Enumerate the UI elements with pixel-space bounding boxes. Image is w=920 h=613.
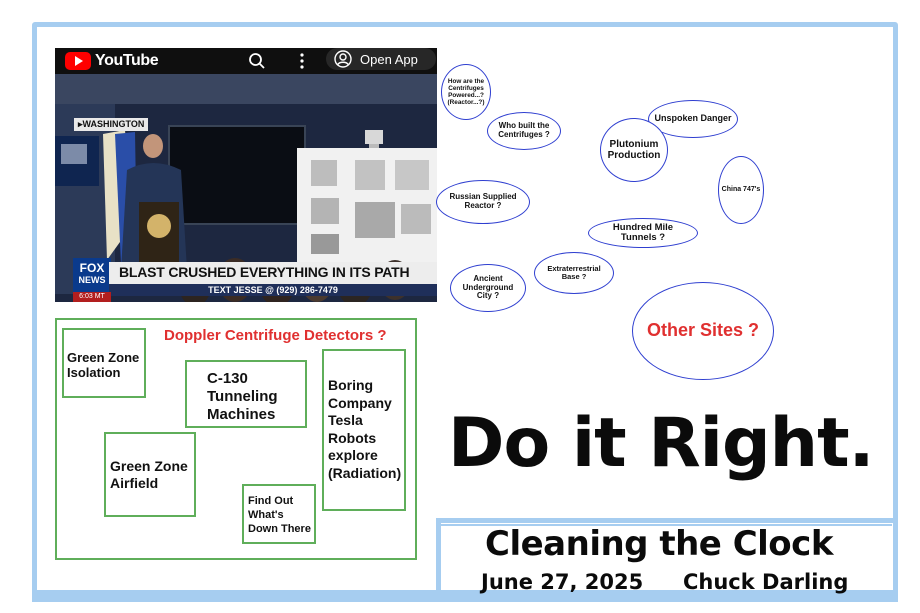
- green-panel: [55, 318, 417, 560]
- bubble-text: Who built the Centrifuges ?: [498, 121, 550, 139]
- bubble-centrifuges-powered: How are the Centrifuges Powered...? (Rea…: [441, 64, 491, 120]
- box-text: Green Zone Isolation: [67, 350, 140, 380]
- footer-frame: [436, 518, 898, 602]
- more-vert-icon[interactable]: [299, 51, 305, 71]
- timestamp: 6:03 MT: [73, 292, 111, 302]
- fox-news-logo: FOX NEWS: [73, 258, 111, 292]
- youtube-screenshot[interactable]: YouTube Open App: [55, 48, 437, 302]
- play-logo-icon: [65, 52, 91, 70]
- network-line1: FOX: [79, 261, 105, 275]
- bubble-text: How are the Centrifuges Powered...? (Rea…: [447, 77, 485, 107]
- headline: Do it Right.: [448, 404, 874, 483]
- account-icon: [334, 50, 352, 68]
- bubble-text: Ancient Underground City ?: [462, 273, 514, 301]
- youtube-wordmark: YouTube: [95, 52, 159, 69]
- footer-date: June 27, 2025: [481, 570, 644, 594]
- footer-title: Cleaning the Clock: [485, 524, 833, 564]
- box-text: Boring Company Tesla Robots explore (Rad…: [328, 377, 402, 481]
- open-app-label: Open App: [360, 51, 418, 67]
- bubble-text: Hundred Mile Tunnels ?: [612, 221, 674, 243]
- bubble-ancient-city: Ancient Underground City ?: [450, 264, 526, 312]
- bubble-russian-reactor: Russian Supplied Reactor ?: [436, 180, 530, 224]
- youtube-logo[interactable]: YouTube: [65, 52, 159, 70]
- bubble-text: Russian Supplied Reactor ?: [449, 192, 517, 210]
- bubble-text: Extraterrestrial Base ?: [547, 263, 601, 281]
- network-line2: NEWS: [78, 275, 106, 285]
- bubble-text: Plutonium Production: [607, 139, 661, 161]
- footer-author: Chuck Darling: [683, 570, 849, 594]
- bubble-hundred-mile: Hundred Mile Tunnels ?: [588, 218, 698, 248]
- bubble-text: Other Sites ?: [646, 320, 760, 341]
- bubble-china: China 747's: [718, 156, 764, 224]
- tipline: TEXT JESSE @ (929) 286-7479: [109, 284, 437, 296]
- bubble-text: China 747's: [721, 186, 761, 194]
- search-icon[interactable]: [248, 52, 266, 70]
- bubble-who-built: Who built the Centrifuges ?: [487, 112, 561, 150]
- box-green-zone-airfield: Green Zone Airfield: [104, 432, 196, 517]
- bubble-other-sites: Other Sites ?: [632, 282, 774, 380]
- bubble-extraterrestrial: Extraterrestrial Base ?: [534, 252, 614, 294]
- bubble-unspoken-danger: Unspoken Danger: [648, 100, 738, 138]
- youtube-topbar: YouTube Open App: [55, 48, 437, 74]
- box-text: Find Out What's Down There: [248, 495, 311, 535]
- panel-heading: Doppler Centrifuge Detectors ?: [164, 327, 387, 344]
- box-green-zone-isolation: Green Zone Isolation: [62, 328, 146, 398]
- box-boring-company: Boring Company Tesla Robots explore (Rad…: [322, 349, 406, 511]
- open-app-button[interactable]: Open App: [326, 48, 436, 70]
- box-c130-tunneling: C-130 Tunneling Machines: [185, 360, 307, 428]
- box-find-out: Find Out What's Down There: [242, 484, 316, 544]
- news-chyron: BLAST CRUSHED EVERYTHING IN ITS PATH: [109, 262, 437, 284]
- footer-frame-line: [440, 524, 892, 526]
- location-badge: ▸WASHINGTON: [74, 118, 149, 131]
- frame-bottom-strip: [32, 590, 898, 602]
- box-text: Green Zone Airfield: [110, 458, 188, 491]
- bubble-plutonium: Plutonium Production: [600, 118, 668, 182]
- box-text: C-130 Tunneling Machines: [207, 370, 278, 423]
- bubble-text: Unspoken Danger: [654, 113, 732, 124]
